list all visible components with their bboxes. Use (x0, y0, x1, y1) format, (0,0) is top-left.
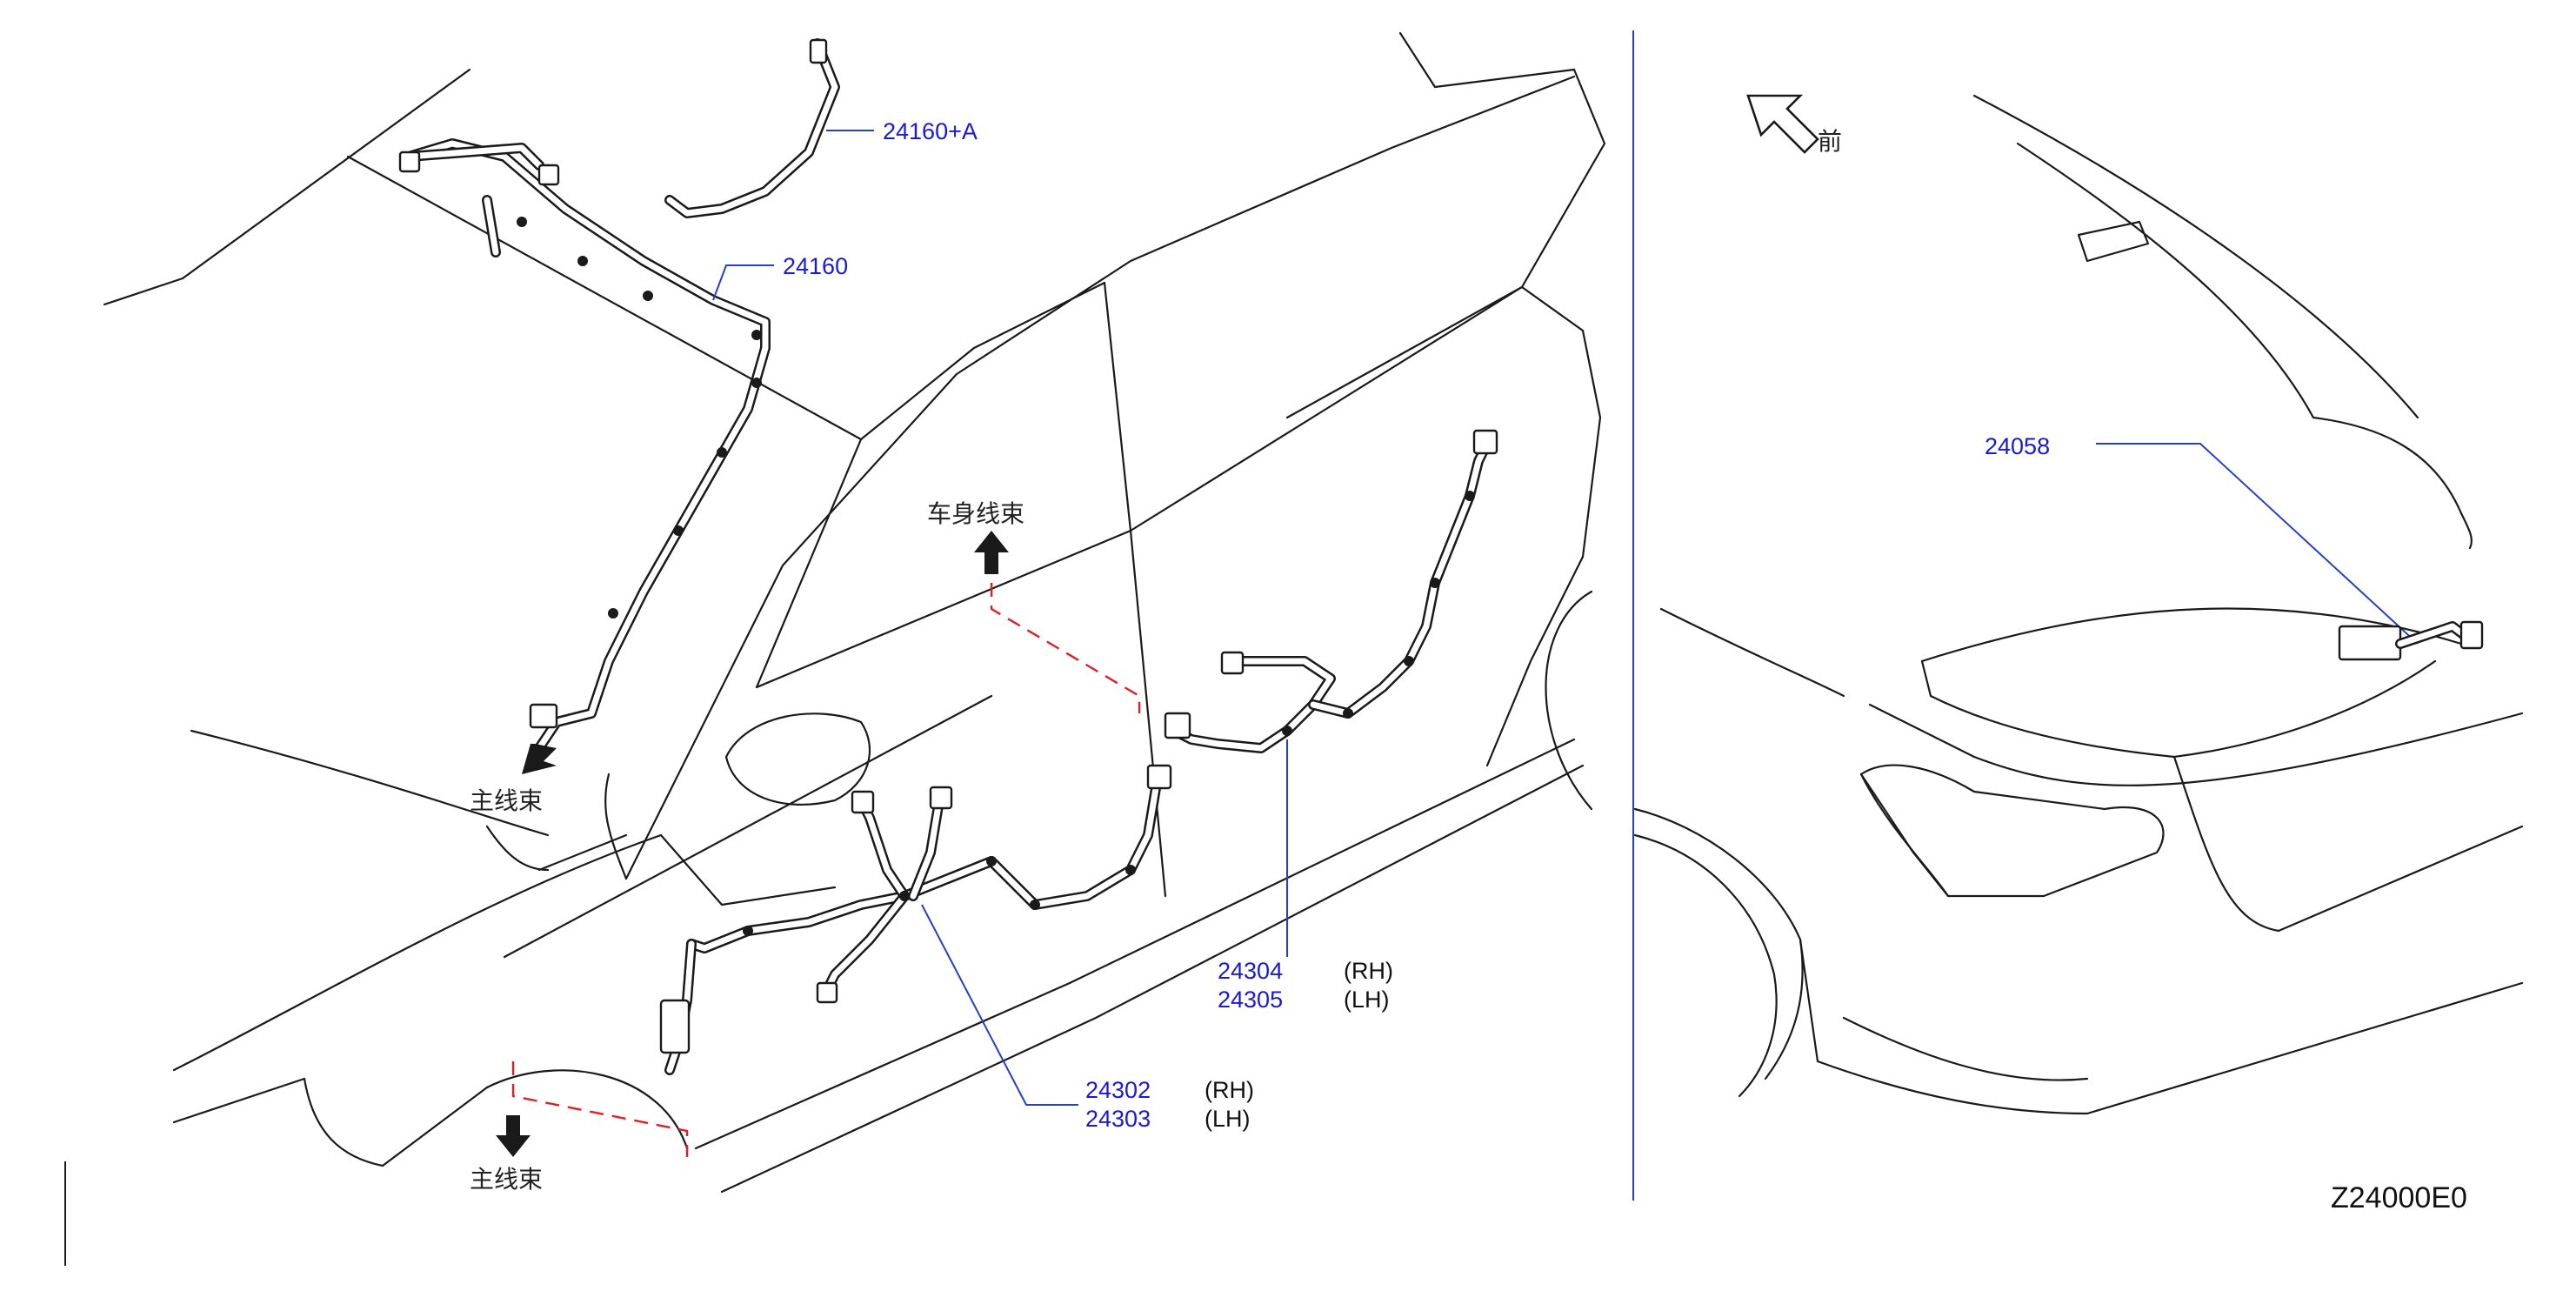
roof-harness (398, 38, 840, 753)
side-rh-front: (RH) (1205, 1077, 1254, 1103)
front-door-harness (659, 764, 1172, 1075)
arrow-down-main-harness-1 (522, 744, 557, 774)
arrow-up-body-harness (974, 531, 1009, 574)
callout-24304: 24304 (1218, 958, 1283, 984)
side-rh-rear: (RH) (1344, 958, 1393, 984)
side-lh-front: (LH) (1205, 1106, 1251, 1132)
side-lh-rear: (LH) (1344, 987, 1390, 1013)
car-body-outline-right (1633, 94, 2524, 1115)
leader-lines (712, 130, 2419, 1106)
main-harness-guide (511, 1061, 689, 1157)
callout-24160a: 24160+A (883, 118, 978, 144)
arrow-down-main-harness-2 (496, 1115, 531, 1157)
callout-24305: 24305 (1218, 987, 1283, 1013)
callout-24302: 24302 (1085, 1077, 1151, 1103)
front-direction-arrow (1746, 94, 1819, 154)
callout-24058: 24058 (1985, 433, 2050, 459)
label-front: 前 (1818, 127, 1842, 156)
callout-24160: 24160 (783, 253, 848, 279)
label-body-harness: 车身线束 (927, 499, 1024, 528)
label-main-harness-2: 主线束 (470, 1165, 543, 1194)
diagram-code: Z24000E0 (2331, 1181, 2467, 1214)
rear-door-harness (1164, 429, 1498, 753)
car-body-outline-left (103, 31, 1606, 1194)
label-main-harness-1: 主线束 (470, 786, 543, 815)
body-harness-guide (990, 583, 1141, 713)
callout-24303: 24303 (1085, 1106, 1151, 1132)
